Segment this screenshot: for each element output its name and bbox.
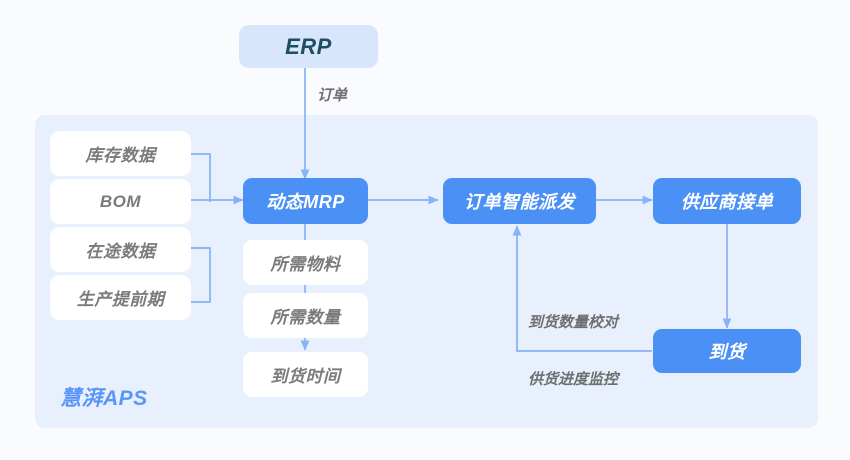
- node-dynamic-mrp-label: 动态MRP: [266, 192, 345, 212]
- node-input-bom[interactable]: BOM: [50, 179, 191, 224]
- node-input-intransit[interactable]: 在途数据: [50, 227, 191, 272]
- node-input-intransit-label: 在途数据: [85, 242, 156, 261]
- node-output-arrival-time-label: 到货时间: [270, 367, 341, 386]
- node-supplier-accept[interactable]: 供应商接单: [653, 178, 801, 224]
- node-input-inventory[interactable]: 库存数据: [50, 131, 191, 176]
- node-order-dispatch[interactable]: 订单智能派发: [443, 178, 596, 224]
- edge-label-arrival-qty-check: 到货数量校对: [528, 314, 619, 331]
- node-erp-label: ERP: [285, 33, 332, 59]
- edge-label-supply-progress: 供货进度监控: [528, 371, 619, 388]
- node-supplier-accept-label: 供应商接单: [680, 192, 774, 212]
- aps-logo-label: 慧湃APS: [60, 387, 148, 410]
- node-input-bom-label: BOM: [99, 191, 142, 211]
- node-output-quantity[interactable]: 所需数量: [243, 293, 368, 338]
- edge-label-order: 订单: [317, 87, 348, 104]
- node-arrival-label: 到货: [708, 342, 746, 362]
- node-erp[interactable]: ERP: [239, 25, 378, 68]
- node-output-material[interactable]: 所需物料: [243, 240, 368, 285]
- node-input-leadtime[interactable]: 生产提前期: [50, 275, 191, 320]
- node-output-arrival-time[interactable]: 到货时间: [243, 352, 368, 397]
- node-output-quantity-label: 所需数量: [270, 308, 341, 327]
- node-order-dispatch-label: 订单智能派发: [464, 192, 575, 212]
- node-input-leadtime-label: 生产提前期: [76, 290, 165, 309]
- node-output-material-label: 所需物料: [270, 255, 341, 274]
- node-arrival[interactable]: 到货: [653, 329, 801, 373]
- node-input-inventory-label: 库存数据: [85, 146, 156, 165]
- node-dynamic-mrp[interactable]: 动态MRP: [243, 178, 368, 224]
- aps-logo: 慧湃APS: [60, 382, 148, 412]
